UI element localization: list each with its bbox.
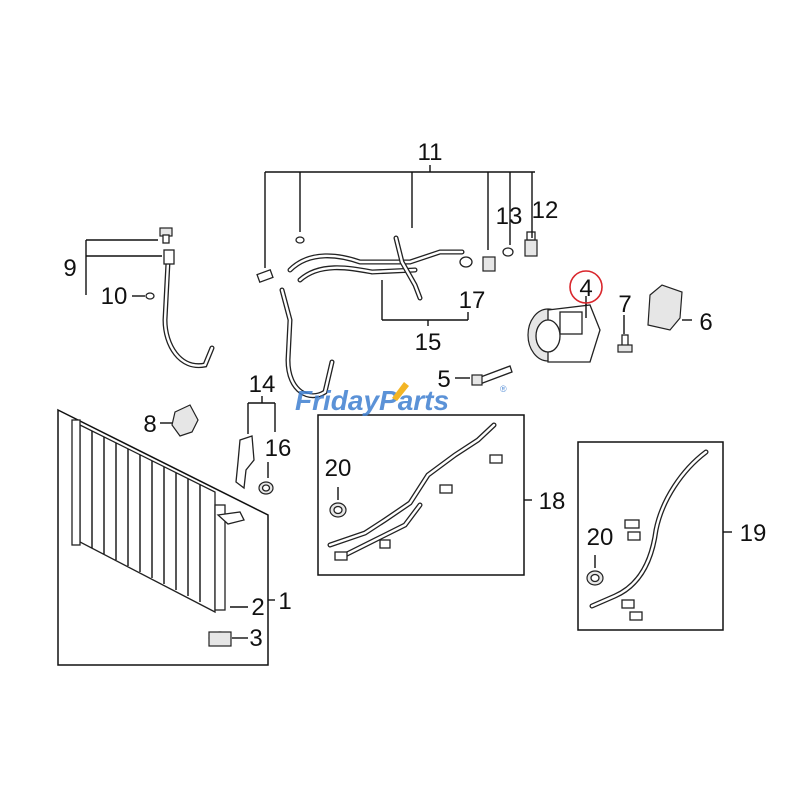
hose-assembly-19 (589, 449, 709, 621)
callout-13: 13 (496, 203, 523, 230)
callout-12: 12 (532, 197, 559, 224)
callout-16: 16 (265, 435, 292, 462)
watermark-text: FridayParts (295, 385, 449, 416)
condenser-tank-left (71, 419, 81, 546)
receiver-drier (214, 504, 226, 611)
condenser-fins (91, 431, 201, 602)
watermark-logo: FridayParts ® (295, 382, 507, 416)
callouts: 11 12 13 9 10 17 15 4 7 6 5 14 8 16 20 1… (63, 139, 766, 652)
bolt-7 (617, 334, 633, 353)
callout-14: 14 (249, 371, 276, 398)
callout-18: 18 (539, 488, 566, 515)
callout-3: 3 (249, 625, 262, 652)
callout-8: 8 (143, 411, 156, 438)
callout-17: 17 (459, 287, 486, 314)
callout-20-a: 20 (325, 455, 352, 482)
box-18 (317, 414, 525, 576)
callout-10: 10 (101, 283, 128, 310)
callout-5: 5 (437, 366, 450, 393)
callout-7: 7 (618, 291, 631, 318)
compressor (527, 303, 601, 363)
drier-cap-body (208, 631, 232, 647)
condenser-bracket (216, 511, 245, 525)
bracket-8 (171, 404, 199, 437)
watermark-accent-icon (392, 382, 409, 401)
callout-4: 4 (579, 275, 592, 302)
bracket-14 (235, 435, 255, 490)
callout-15: 15 (415, 329, 442, 356)
callout-11: 11 (418, 139, 443, 166)
highlight-circle (569, 270, 603, 304)
box-19 (577, 441, 724, 631)
pressure-line (145, 227, 215, 369)
condenser-core (79, 423, 216, 614)
leader-lines (85, 165, 625, 478)
hose-assembly-18 (327, 422, 503, 561)
hose-assembly-11 (256, 231, 538, 399)
callout-9: 9 (63, 255, 76, 282)
bolt-5 (471, 365, 513, 386)
callout-2: 2 (251, 594, 264, 621)
callout-20-b: 20 (587, 524, 614, 551)
condenser-frame (57, 408, 269, 666)
bracket-6 (647, 284, 683, 331)
watermark-registered: ® (500, 384, 507, 394)
condenser (57, 408, 275, 666)
callout-1: 1 (278, 588, 291, 615)
callout-19: 19 (740, 520, 767, 547)
callout-6: 6 (699, 309, 712, 336)
